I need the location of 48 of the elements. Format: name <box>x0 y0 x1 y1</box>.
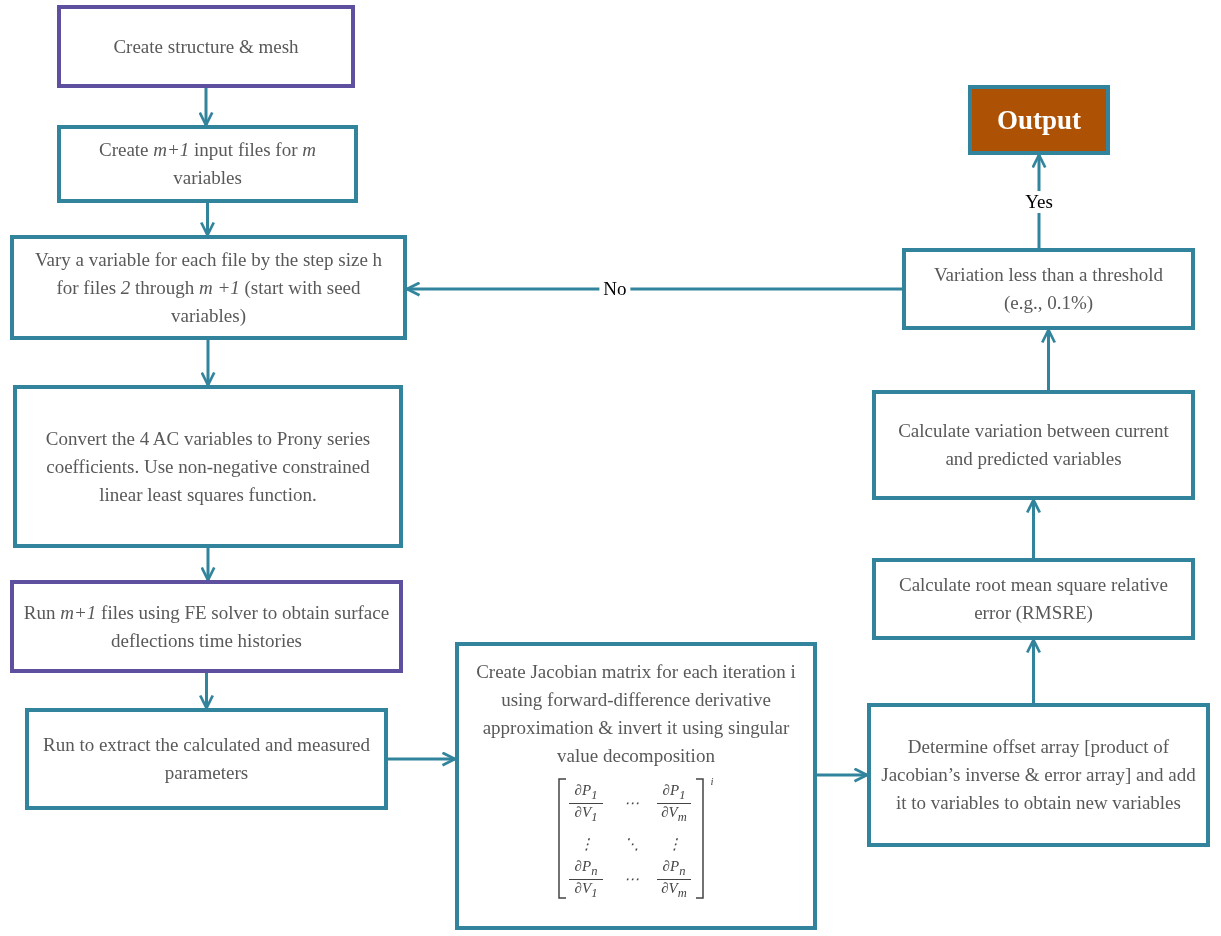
step-text: Output <box>996 106 1081 134</box>
process-box <box>10 235 407 340</box>
arrow <box>1025 498 1042 558</box>
matrix-entry: ∂V$_{1}$ <box>574 879 598 901</box>
matrix-entry: ∂V$_{m}$ <box>661 803 687 825</box>
matrix-dots: ⋮ <box>578 835 594 853</box>
step-text: Vary a variable for each file by the step size h for files 2 through m +1 (start with seed variables) <box>33 247 384 328</box>
process-box <box>25 708 388 810</box>
step-text: Create Jacobian matrix for each iteration i using forward-difference derivative approximation & invert it using singular value decomposition <box>475 660 797 768</box>
arrow <box>388 751 457 767</box>
arrow <box>1040 328 1057 390</box>
process-box <box>867 703 1210 847</box>
step-text: Calculate variation between current and predicted variables <box>897 419 1170 471</box>
process-box <box>57 5 355 88</box>
process-box <box>872 558 1195 640</box>
process-box <box>57 125 358 203</box>
process-box <box>902 248 1195 330</box>
matrix-entry: ∂P$_{1}$ <box>662 781 686 803</box>
step-text: Convert the 4 AC variables to Prony series coefficients. Use non-negative constrained linear least squares function. <box>44 426 372 507</box>
output-box <box>968 85 1110 155</box>
process-box <box>455 642 817 930</box>
matrix-entry: ∂V$_{1}$ <box>574 803 598 825</box>
process-box <box>13 385 403 548</box>
arrow <box>200 340 216 387</box>
arrow <box>199 203 216 237</box>
superscript: i <box>710 775 714 787</box>
arrow <box>1025 638 1042 703</box>
step-text: Calculate root mean square relative error (RMSRE) <box>897 573 1169 625</box>
step-text: Create structure & mesh <box>113 34 299 59</box>
matrix-entry: ∂P$_{n}$ <box>662 857 686 879</box>
matrix-dots: ⋮ <box>666 835 682 853</box>
step-text: Determine offset array [product of Jacobian’s inverse & error array] and add it to variables to obtain new variables <box>880 735 1197 815</box>
step-text: Create m+1 input files for m variables <box>97 138 317 190</box>
step-text: Run m+1 files using FE solver to obtain surface deflections time histories <box>22 600 391 653</box>
arrow <box>817 767 869 783</box>
matrix-entry: ∂P$_{1}$ <box>574 781 598 803</box>
matrix-entry: ∂V$_{m}$ <box>661 879 687 901</box>
matrix-dots: ⋯ <box>623 794 639 812</box>
step-text: Run to extract the calculated and measured parameters <box>41 733 372 785</box>
matrix-dots: ⋱ <box>623 835 639 853</box>
matrix-entry: ∂P$_{n}$ <box>574 857 598 879</box>
process-box <box>872 390 1195 500</box>
arrow <box>200 548 216 582</box>
process-box <box>10 580 403 673</box>
arrow <box>198 673 215 710</box>
arrow <box>198 88 214 127</box>
matrix-dots: ⋯ <box>623 870 639 888</box>
step-text: Variation less than a threshold (e.g., 0.1%) <box>933 263 1164 315</box>
